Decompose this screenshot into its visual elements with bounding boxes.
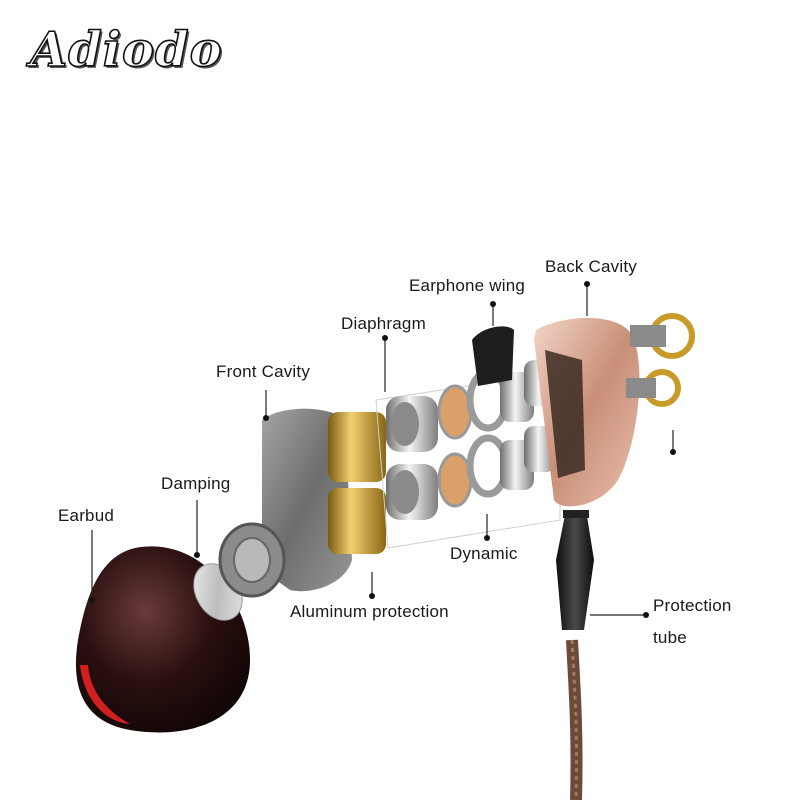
label-protection-tube-1: Protection: [653, 596, 732, 615]
label-damping: Damping: [161, 474, 231, 493]
front-cavity-shape: [218, 408, 352, 598]
label-diaphragm: Diaphragm: [341, 314, 426, 333]
connector-rings-shape: [626, 313, 695, 407]
earphone-wing-shape: [472, 326, 514, 386]
aluminum-protection-shape: [328, 412, 386, 554]
label-protection-tube-2: tube: [653, 628, 687, 647]
label-earphone-wing: Earphone wing: [409, 276, 526, 295]
brand-logo: Adiodo: [29, 21, 223, 79]
label-aluminum-protection: Aluminum protection: [290, 602, 449, 621]
dynamic-drivers-shape: [386, 360, 556, 520]
label-back-cavity: Back Cavity: [545, 257, 637, 276]
protection-tube-shape: [556, 510, 594, 630]
label-earbud: Earbud: [58, 506, 115, 525]
label-dynamic: Dynamic: [450, 544, 518, 563]
leader-lines: [89, 281, 676, 618]
back-cavity-shape: [534, 317, 640, 507]
label-front-cavity: Front Cavity: [216, 362, 311, 381]
